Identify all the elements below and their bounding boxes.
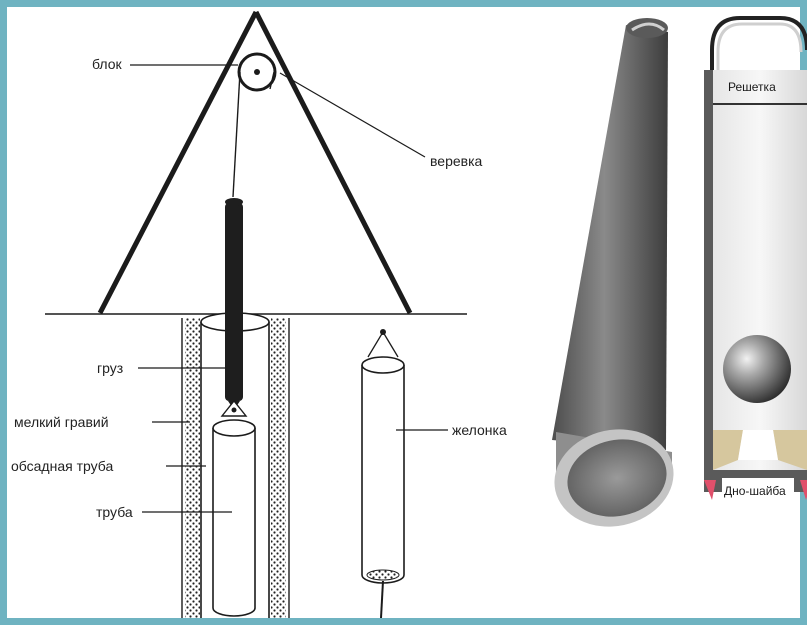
bailer-cross-section: [704, 16, 807, 500]
label-rope: веревка: [430, 153, 483, 169]
bailer-photo: [552, 18, 674, 527]
leader-lines: [130, 64, 448, 513]
label-fine-gravel: мелкий гравий: [14, 414, 109, 430]
label-casing-pipe: обсадная труба: [11, 458, 113, 474]
label-block: блок: [92, 56, 123, 72]
label-grate: Решетка: [728, 80, 776, 94]
weight-bar: [225, 198, 243, 410]
bailer-drawing: [361, 329, 405, 619]
inner-pipe: [212, 399, 256, 617]
gravel-fill: [185, 318, 286, 618]
tip-marker: [704, 480, 716, 500]
casing-pipe: [181, 312, 290, 618]
label-pipe: труба: [96, 504, 133, 520]
bailer-bottom-cap: [567, 439, 667, 517]
tripod: [97, 10, 413, 315]
pulley-block: [237, 52, 277, 92]
rope: [232, 71, 275, 198]
check-ball: [723, 335, 791, 403]
label-weight: груз: [97, 360, 123, 376]
label-bailer: желонка: [452, 422, 507, 438]
valve-seat-left: [713, 430, 743, 470]
label-bottom-washer: Дно-шайба: [724, 484, 786, 498]
valve-seat-right: [773, 430, 807, 470]
